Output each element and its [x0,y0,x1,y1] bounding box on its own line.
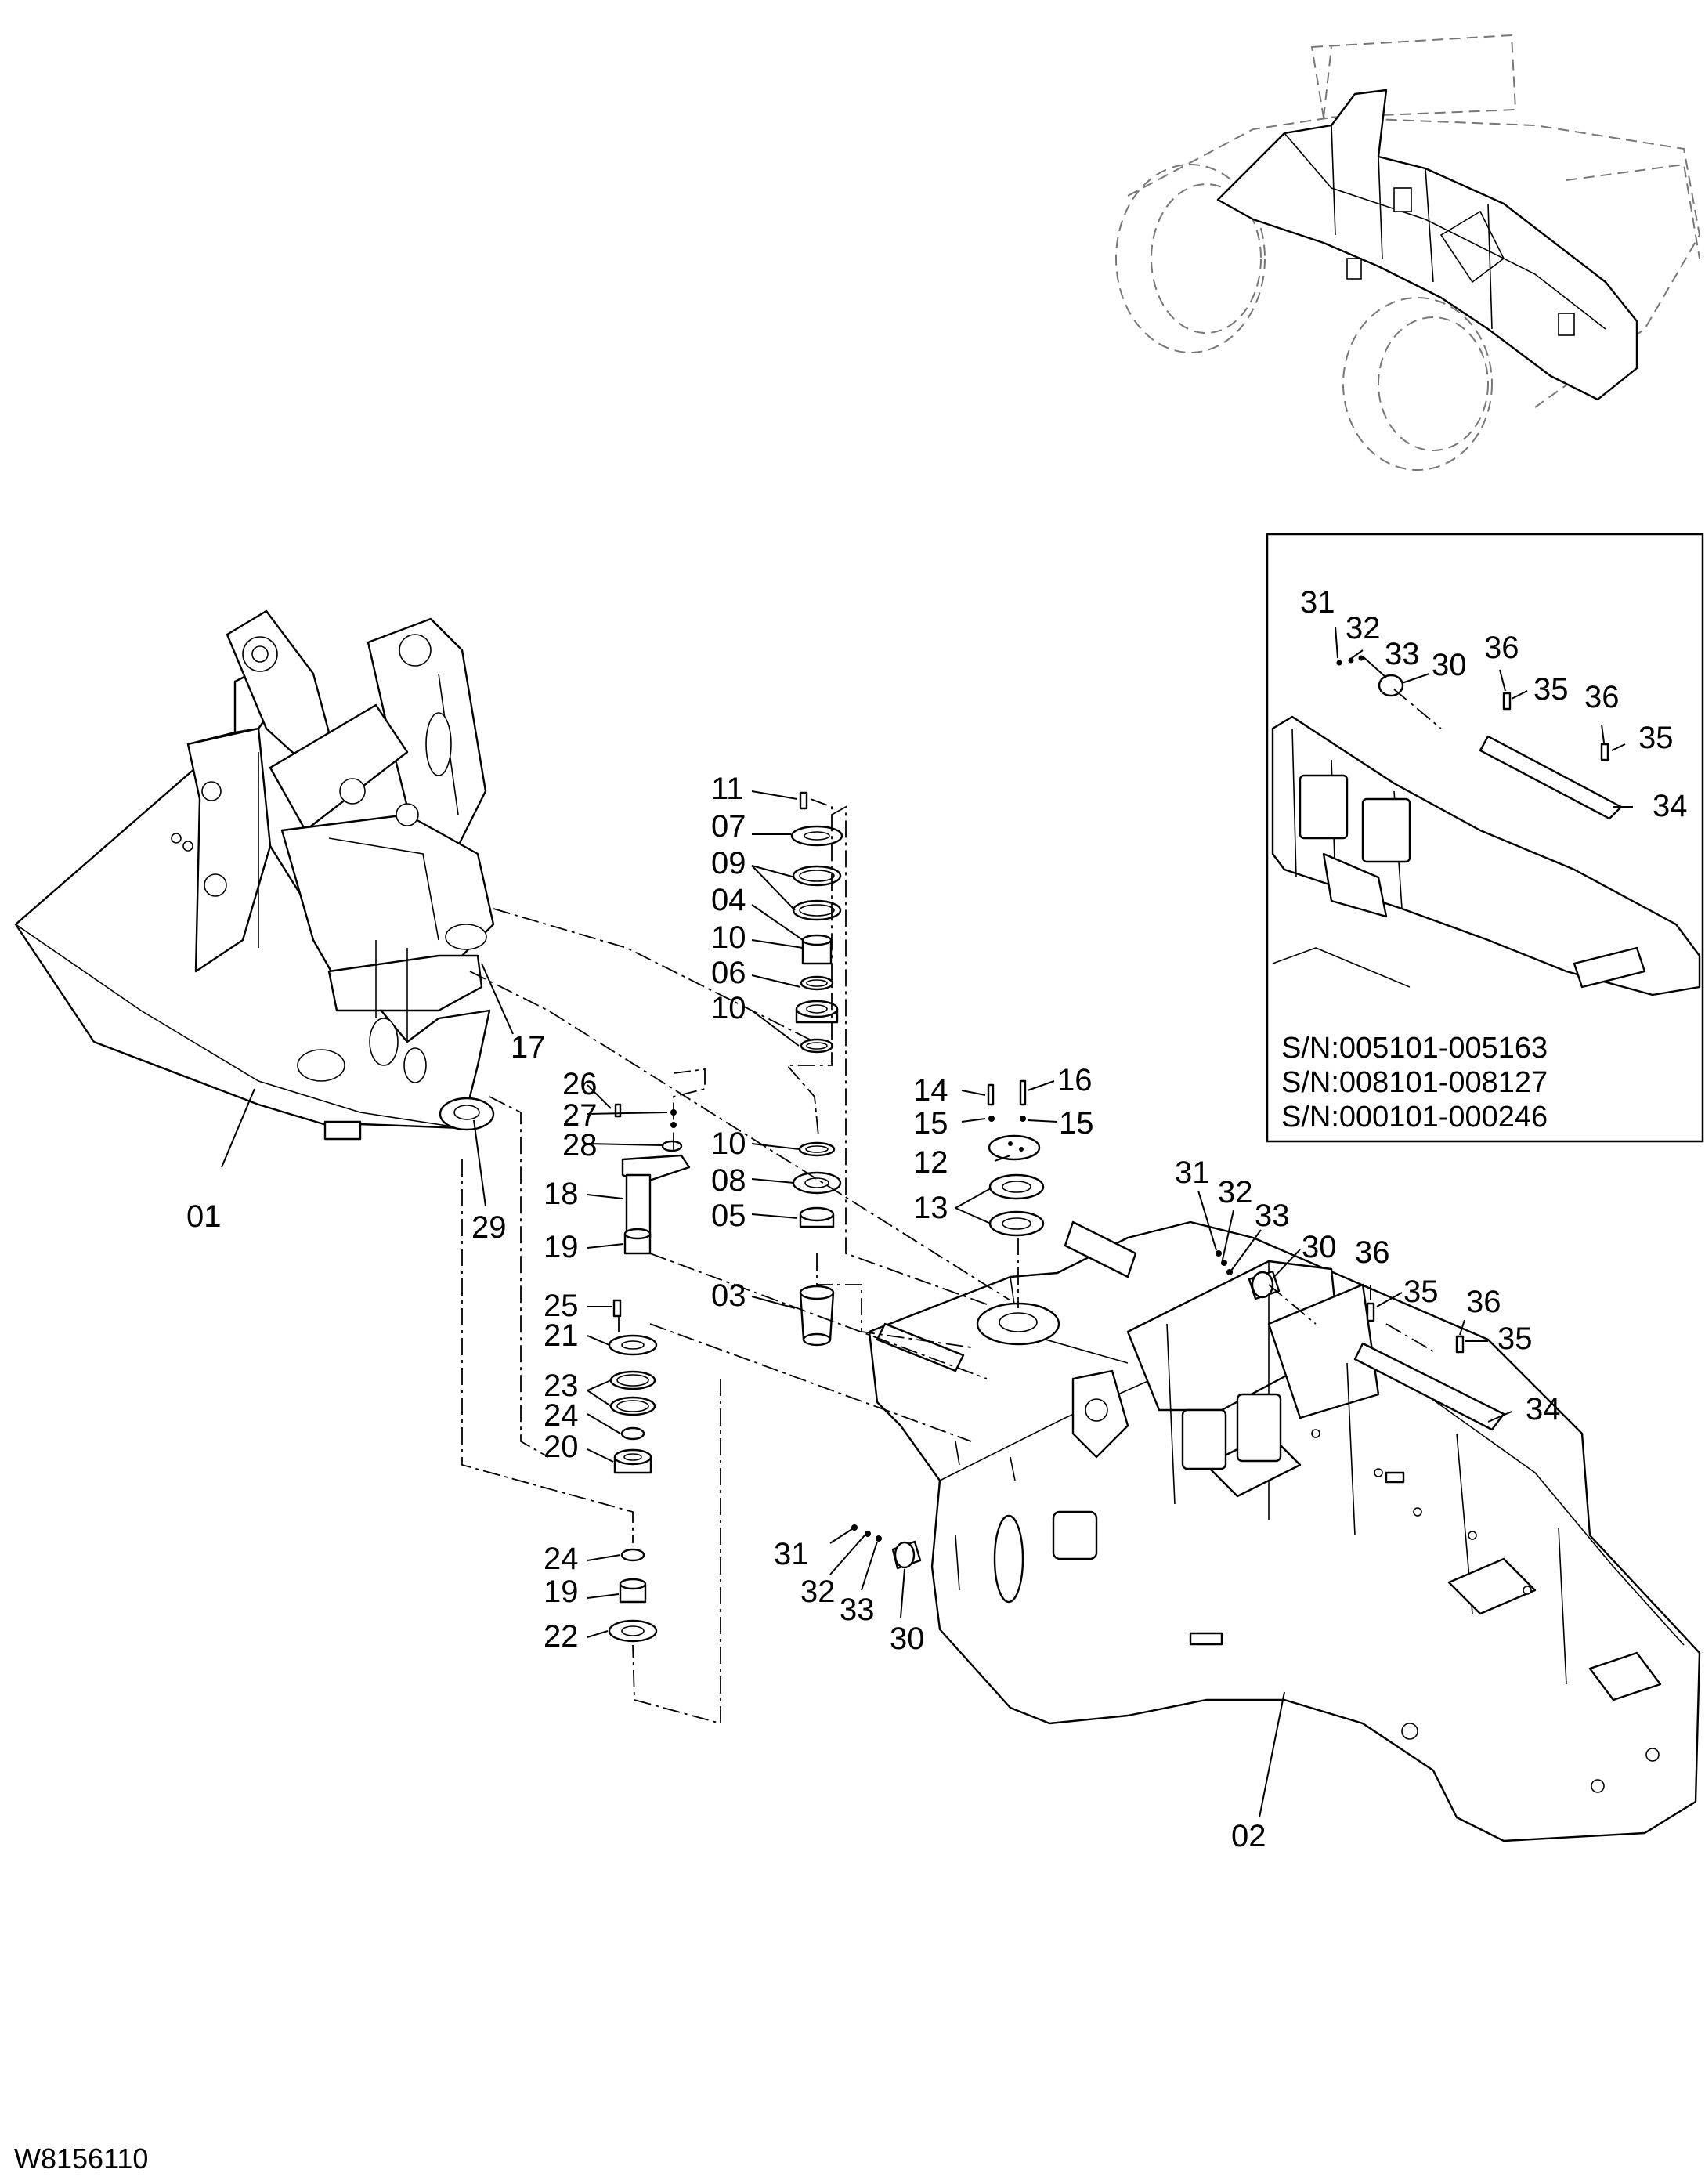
callout-19a: 19 [544,1230,579,1264]
callout-10a: 10 [711,920,746,955]
callout-35d: 35 [1638,721,1674,755]
callout-33c: 33 [1385,637,1420,671]
callout-03: 03 [711,1278,746,1313]
callout-30c: 30 [1432,648,1467,682]
leader-lines [221,626,1633,1818]
machine-overview-thumbnail [1115,34,1701,471]
callout-05: 05 [711,1199,746,1233]
callout-10c: 10 [711,1126,746,1161]
serial-range-3: S/N:000101-000246 [1281,1101,1548,1134]
callout-31b: 31 [1175,1155,1210,1190]
callout-36c: 36 [1484,631,1519,665]
callout-26: 26 [562,1067,598,1101]
callout-04: 04 [711,883,746,917]
callout-29: 29 [471,1210,507,1245]
callout-15b: 15 [1059,1106,1094,1141]
callout-06: 06 [711,956,746,990]
callout-33b: 33 [1255,1199,1290,1233]
callout-20: 20 [544,1430,579,1464]
callout-25: 25 [544,1289,579,1323]
serial-range-1: S/N:005101-005163 [1281,1032,1548,1065]
callouts: 01 02 03 04 05 06 07 08 09 10 10 10 11 1… [186,585,1688,1853]
callout-12: 12 [913,1145,948,1180]
callout-31c: 31 [1300,585,1335,620]
upper-pivot-parts [790,791,1045,1347]
callout-32c: 32 [1346,611,1381,645]
callout-35b: 35 [1497,1322,1533,1356]
callout-15a: 15 [913,1106,948,1141]
callout-24b: 24 [544,1542,579,1576]
callout-19b: 19 [544,1575,579,1609]
callout-14: 14 [913,1073,948,1108]
callout-17: 17 [511,1030,546,1065]
callout-27: 27 [562,1098,598,1133]
callout-09: 09 [711,846,746,880]
callout-07: 07 [711,809,746,844]
callout-10b: 10 [711,991,746,1025]
stopper-parts-main [851,1250,1505,1570]
drawing-code: W8156110 [14,2142,148,2175]
callout-01: 01 [186,1199,222,1234]
callout-32b: 32 [1218,1175,1253,1210]
lower-pivot-parts [608,1103,691,1643]
callout-30a: 30 [890,1622,925,1656]
callout-18: 18 [544,1177,579,1211]
callout-32a: 32 [800,1575,836,1609]
callout-35c: 35 [1533,672,1569,707]
callout-36a: 36 [1355,1235,1390,1270]
callout-08: 08 [711,1163,746,1198]
callout-13: 13 [913,1191,948,1225]
callout-22: 22 [544,1619,579,1654]
front-frame [14,609,495,1141]
callout-35a: 35 [1403,1275,1439,1309]
callout-16: 16 [1057,1063,1093,1097]
callout-21: 21 [544,1318,579,1353]
rear-frame [868,1220,1701,1842]
callout-34a: 34 [1526,1392,1561,1426]
callout-36d: 36 [1584,680,1620,714]
callout-11: 11 [711,772,744,806]
callout-36b: 36 [1466,1285,1501,1319]
callout-28: 28 [562,1128,598,1163]
assembly-lines [461,798,1434,1725]
serial-inset [1266,533,1704,1143]
callout-30b: 30 [1302,1230,1337,1264]
callout-24a: 24 [544,1398,579,1433]
callout-31a: 31 [774,1537,809,1571]
callout-02: 02 [1231,1819,1266,1853]
callout-33a: 33 [840,1593,875,1627]
callout-34b: 34 [1653,789,1688,823]
serial-range-2: S/N:008101-008127 [1281,1066,1548,1099]
callout-23: 23 [544,1369,579,1403]
